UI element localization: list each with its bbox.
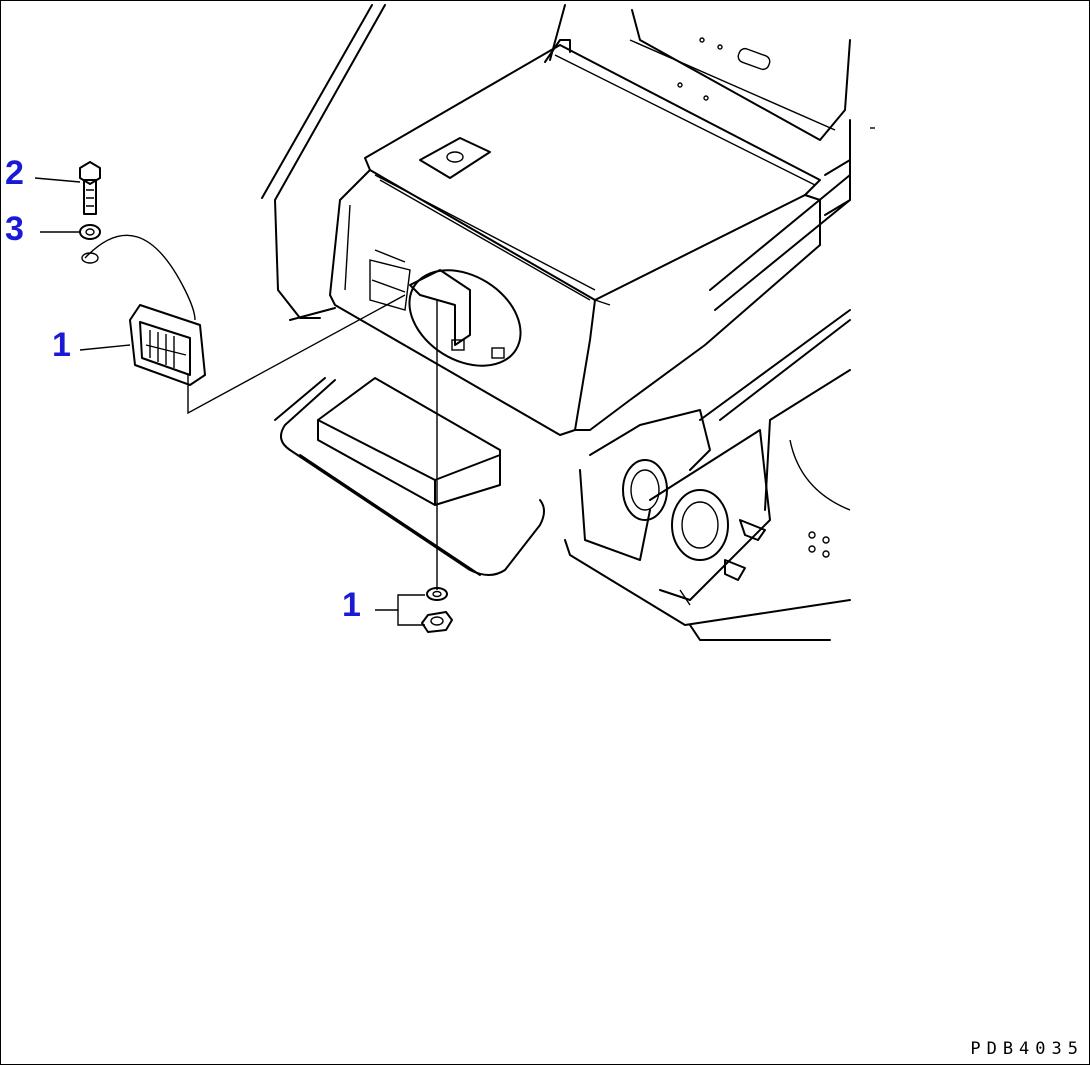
leader-lines	[34, 177, 438, 626]
callout-bolt: 2	[5, 154, 24, 192]
hinge-assembly	[564, 409, 851, 641]
handrail-step	[274, 377, 545, 576]
washer	[79, 224, 101, 264]
work-lamp	[129, 304, 206, 386]
callout-washer: 3	[5, 210, 24, 248]
machine-body	[261, 4, 851, 511]
bolt	[79, 161, 101, 215]
lamp-bracket-detail	[369, 249, 522, 367]
callout-nut-washer: 1	[342, 586, 361, 624]
nut-washer	[421, 587, 453, 633]
callout-lamp: 1	[52, 326, 71, 364]
document-code: PDB4035	[970, 1039, 1084, 1059]
